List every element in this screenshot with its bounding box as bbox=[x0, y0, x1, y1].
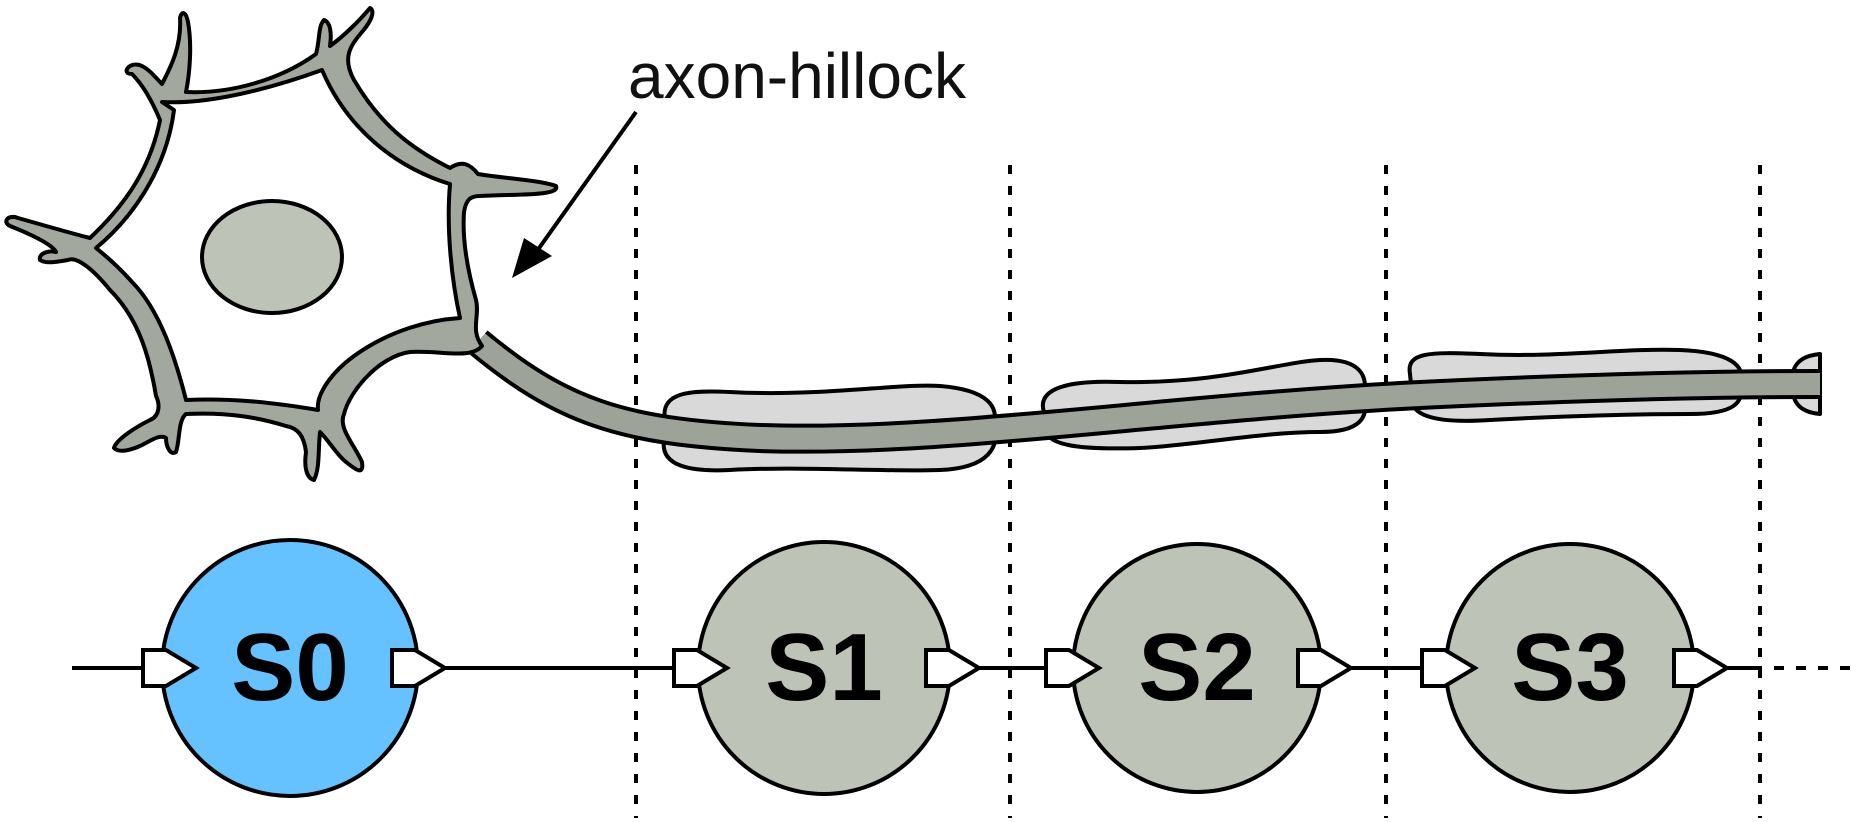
state-s1: S1 bbox=[696, 540, 952, 796]
state-s2-label: S2 bbox=[1138, 614, 1255, 721]
state-s1-label: S1 bbox=[765, 614, 882, 721]
nucleus bbox=[200, 199, 344, 315]
output-port-icon bbox=[390, 648, 449, 688]
state-s3: S3 bbox=[1444, 542, 1696, 794]
output-port-icon bbox=[1672, 648, 1731, 688]
axon-hillock-label: axon-hillock bbox=[628, 40, 967, 112]
state-s2: S2 bbox=[1071, 542, 1323, 794]
ports bbox=[141, 648, 1731, 688]
segment-dividers bbox=[634, 165, 1762, 818]
output-port-icon bbox=[1296, 648, 1355, 688]
axon-hillock-callout: axon-hillock bbox=[512, 40, 967, 278]
output-port-icon bbox=[924, 648, 983, 688]
state-chain: S0 S1 S2 S3 bbox=[72, 538, 1858, 798]
axon-fill bbox=[470, 333, 1821, 450]
input-port-icon bbox=[672, 648, 731, 688]
state-s3-label: S3 bbox=[1511, 614, 1628, 721]
input-port-icon bbox=[1420, 648, 1479, 688]
neuron-icon bbox=[4, 6, 559, 482]
input-port-icon bbox=[1044, 648, 1103, 688]
arrow-head bbox=[512, 238, 552, 278]
state-s0: S0 bbox=[160, 538, 420, 798]
state-s0-label: S0 bbox=[231, 614, 348, 721]
input-port-icon bbox=[141, 648, 200, 688]
arrow-icon bbox=[530, 110, 638, 260]
axon bbox=[468, 330, 1821, 454]
